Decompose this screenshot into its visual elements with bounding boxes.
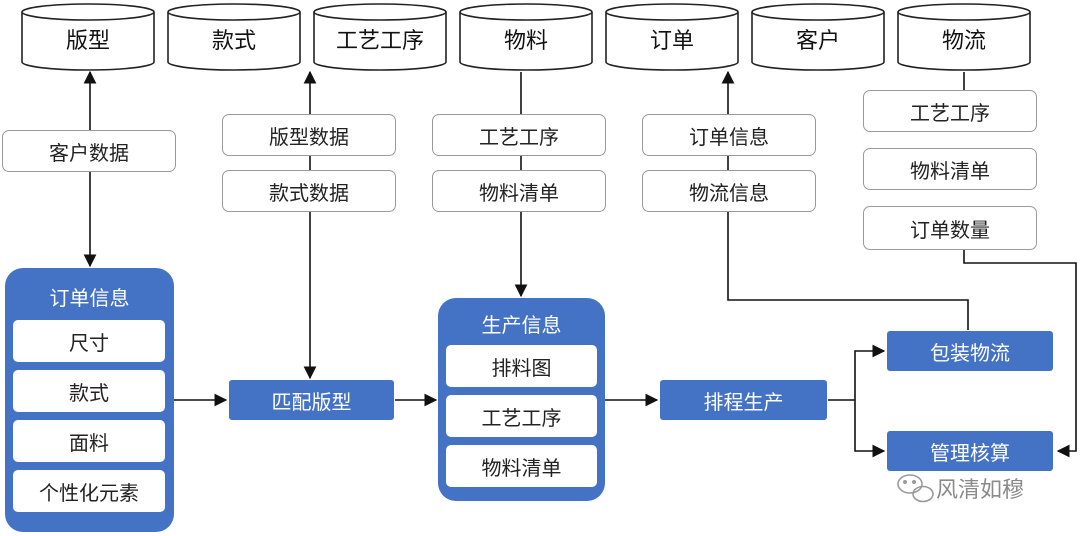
- production-item-process: 工艺工序: [446, 395, 597, 437]
- production-panel-title: 生产信息: [481, 312, 562, 337]
- connector-to-accounting: [854, 400, 886, 458]
- order-quantity-box: 订单数量: [863, 206, 1037, 250]
- logistics-process-box: 工艺工序: [863, 90, 1037, 132]
- db-label-customer: 客户: [795, 29, 840, 54]
- match-pattern-node: 匹配版型: [229, 380, 394, 420]
- order-item-style: 款式: [13, 370, 165, 412]
- db-label-material: 物料: [503, 29, 548, 54]
- management-accounting-node: 管理核算: [887, 431, 1053, 471]
- wechat-icon: [897, 474, 934, 503]
- production-item-bom: 物料清单: [446, 445, 597, 487]
- logistics-info-box: 物流信息: [642, 170, 816, 212]
- db-label-order: 订单: [649, 29, 694, 54]
- db-label-pattern: 版型: [65, 29, 110, 54]
- schedule-production-node: 排程生产: [660, 380, 827, 420]
- db-label-logistics: 物流: [941, 29, 986, 54]
- packaging-logistics-node: 包装物流: [887, 331, 1053, 371]
- order-item-size: 尺寸: [13, 320, 165, 362]
- order-panel-title: 订单信息: [49, 285, 130, 310]
- customer-data-box: 客户数据: [2, 130, 176, 172]
- style-data-box: 款式数据: [222, 170, 396, 212]
- connector-to-packaging: [854, 344, 886, 400]
- db-label-process: 工艺工序: [335, 29, 424, 54]
- pattern-data-box: 版型数据: [222, 114, 396, 156]
- production-item-marker: 排料图: [446, 345, 597, 387]
- process-box: 工艺工序: [432, 114, 606, 156]
- order-item-custom: 个性化元素: [13, 470, 165, 512]
- bom-box: 物料清单: [432, 170, 606, 212]
- order-info-box: 订单信息: [642, 114, 816, 156]
- db-label-style: 款式: [211, 29, 256, 54]
- logistics-bom-box: 物料清单: [863, 148, 1037, 190]
- watermark-text: 风清如穆: [936, 478, 1025, 503]
- order-item-fabric: 面料: [13, 420, 165, 462]
